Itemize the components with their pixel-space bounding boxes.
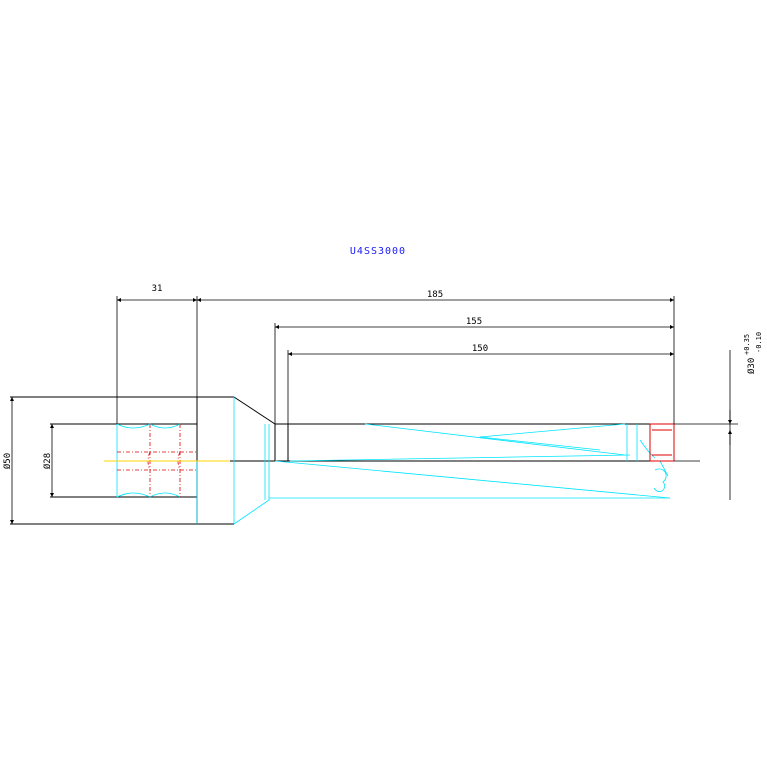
tool-detail-lines xyxy=(116,397,671,525)
dim-tolerance-lower: -0.10 xyxy=(755,332,763,353)
diameter-dimensions xyxy=(10,350,738,524)
dim-body-length: 155 xyxy=(466,317,482,327)
dim-shank-length: 31 xyxy=(152,284,163,294)
dim-bore-diameter: Ø28 xyxy=(42,453,53,469)
dim-overall-length: 185 xyxy=(427,290,443,300)
dim-shank-diameter: Ø50 xyxy=(2,453,13,469)
drawing-title: U4SS3000 xyxy=(350,246,406,257)
dim-cutting-diameter: Ø30 xyxy=(746,358,757,374)
dim-flute-length: 150 xyxy=(472,344,488,354)
cutting-diameter-label: Ø30 +0.35 -0.10 xyxy=(743,332,763,374)
dimension-lines xyxy=(116,296,675,424)
insert-pocket xyxy=(649,423,675,462)
dim-tolerance-upper: +0.35 xyxy=(743,334,751,355)
tool-outline xyxy=(10,396,675,525)
